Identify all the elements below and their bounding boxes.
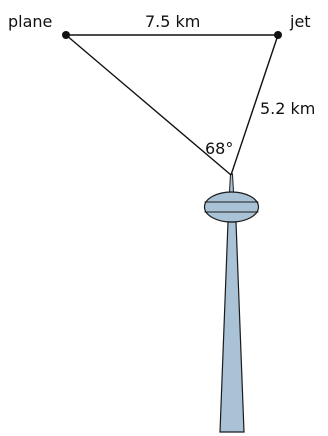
plane-point [62, 31, 70, 39]
plane-jet-distance-label: 7.5 km [145, 12, 200, 31]
jet-tower-distance-label: 5.2 km [260, 99, 315, 118]
angle-label: 68° [205, 139, 233, 158]
tower-pod [203, 191, 260, 223]
side-plane-tower [65, 34, 232, 176]
jet-label: jet [289, 12, 311, 31]
tower-spire [228, 173, 235, 193]
tower-shaft [219, 221, 245, 433]
jet-point [274, 31, 282, 39]
plane-label: plane [8, 12, 52, 31]
side-jet-tower [230, 34, 279, 176]
